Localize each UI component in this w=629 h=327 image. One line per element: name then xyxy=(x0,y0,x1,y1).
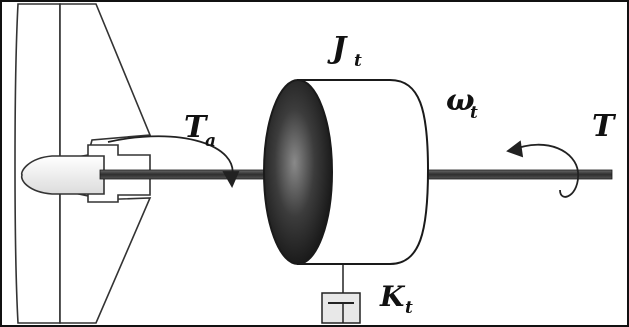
inertia-drum xyxy=(263,79,430,265)
svg-text:t: t xyxy=(405,298,413,318)
label-shaft-torque: T xyxy=(592,109,617,144)
nose-cone xyxy=(20,155,105,195)
label-aero-torque: T a xyxy=(184,110,216,151)
svg-text:J: J xyxy=(327,31,348,66)
svg-text:ω: ω xyxy=(446,83,475,118)
svg-text:K: K xyxy=(379,280,406,313)
label-rotor-speed: ω t xyxy=(446,83,478,123)
aero-torque-arrow xyxy=(107,135,240,189)
svg-text:t: t xyxy=(470,103,478,123)
svg-text:a: a xyxy=(205,131,216,151)
svg-text:T: T xyxy=(184,110,209,145)
label-inertia: J t xyxy=(327,31,362,71)
shaft-torque-arrow xyxy=(506,140,579,198)
damper xyxy=(321,262,361,324)
label-damping: K t xyxy=(379,280,413,318)
svg-text:T: T xyxy=(592,109,617,144)
drum-face xyxy=(263,79,333,265)
svg-text:t: t xyxy=(354,51,362,71)
